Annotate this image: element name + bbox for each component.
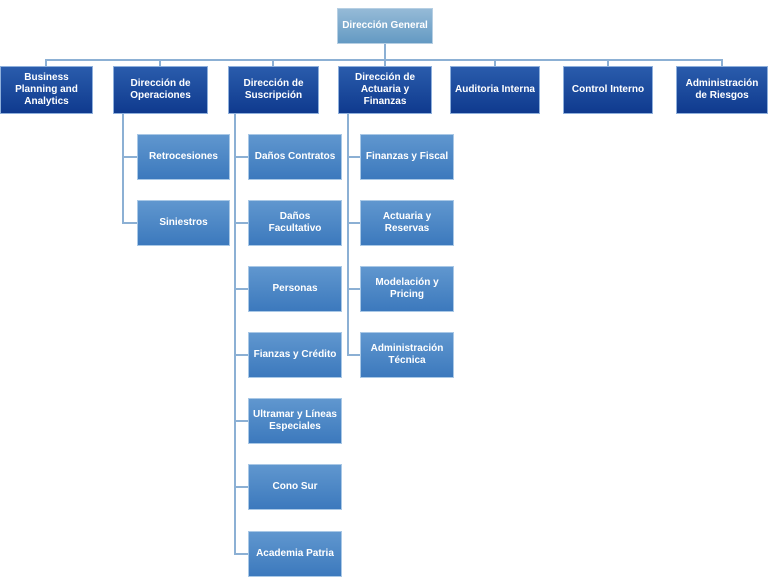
connector-line xyxy=(159,59,161,67)
node-label: Modelación y Pricing xyxy=(375,277,439,300)
connector-line xyxy=(122,114,124,224)
node-label: Administración Técnica xyxy=(370,343,444,366)
node-retrocesiones: Retrocesiones xyxy=(137,134,230,180)
node-label: Control Interno xyxy=(571,84,645,95)
node-siniestros: Siniestros xyxy=(137,200,230,246)
node-label: Business Planning and Analytics xyxy=(15,72,78,107)
node-label: Finanzas y Fiscal xyxy=(365,151,449,162)
node-label: Retrocesiones xyxy=(149,151,218,162)
node-label: Ultramar y Líneas Especiales xyxy=(253,409,337,432)
connector-line xyxy=(234,114,236,555)
connector-line xyxy=(347,156,360,158)
node-direccion-actuaria-finanzas: Dirección de Actuaria y Finanzas xyxy=(338,66,432,114)
connector-line xyxy=(234,354,248,356)
node-academia-patria: Academia Patria xyxy=(248,531,342,577)
connector-line xyxy=(234,156,248,158)
node-label: Personas xyxy=(272,283,318,294)
node-label: Administración de Riesgos xyxy=(685,78,759,101)
node-label: Dirección de Suscripción xyxy=(243,78,304,101)
connector-line xyxy=(122,222,137,224)
connector-line xyxy=(384,59,386,67)
node-direccion-general: Dirección General xyxy=(337,8,433,44)
node-danos-facultativo: Daños Facultativo xyxy=(248,200,342,246)
node-danos-contratos: Daños Contratos xyxy=(248,134,342,180)
connector-line xyxy=(234,222,248,224)
connector-line xyxy=(347,354,360,356)
node-business-planning-analytics: Business Planning and Analytics xyxy=(0,66,93,114)
node-label: Fianzas y Crédito xyxy=(253,349,337,360)
connector-line xyxy=(272,59,274,67)
node-label: Daños Facultativo xyxy=(268,211,322,234)
node-modelacion-pricing: Modelación y Pricing xyxy=(360,266,454,312)
node-administracion-riesgos: Administración de Riesgos xyxy=(676,66,768,114)
connector-line xyxy=(607,59,609,67)
node-label: Dirección General xyxy=(342,20,428,31)
node-direccion-suscripcion: Dirección de Suscripción xyxy=(228,66,319,114)
node-administracion-tecnica: Administración Técnica xyxy=(360,332,454,378)
connector-line xyxy=(234,553,248,555)
connector-line xyxy=(234,288,248,290)
connector-line xyxy=(122,156,137,158)
node-label: Academia Patria xyxy=(256,548,334,559)
node-ultramar-lineas-especiales: Ultramar y Líneas Especiales xyxy=(248,398,342,444)
node-label: Auditoria Interna xyxy=(454,84,535,95)
node-personas: Personas xyxy=(248,266,342,312)
node-finanzas-fiscal: Finanzas y Fiscal xyxy=(360,134,454,180)
node-actuaria-reservas: Actuaria y Reservas xyxy=(360,200,454,246)
node-label: Siniestros xyxy=(159,217,208,228)
connector-line xyxy=(721,59,723,67)
connector-line xyxy=(384,44,386,60)
node-label: Cono Sur xyxy=(272,481,318,492)
connector-line xyxy=(234,486,248,488)
node-label: Dirección de Operaciones xyxy=(130,78,191,101)
connector-line xyxy=(494,59,496,67)
node-label: Dirección de Actuaria y Finanzas xyxy=(354,72,416,107)
node-control-interno: Control Interno xyxy=(563,66,653,114)
connector-line xyxy=(234,420,248,422)
node-label: Daños Contratos xyxy=(254,151,336,162)
node-direccion-operaciones: Dirección de Operaciones xyxy=(113,66,208,114)
node-cono-sur: Cono Sur xyxy=(248,464,342,510)
connector-line xyxy=(347,288,360,290)
node-auditoria-interna: Auditoria Interna xyxy=(450,66,540,114)
node-fianzas-credito: Fianzas y Crédito xyxy=(248,332,342,378)
node-label: Actuaria y Reservas xyxy=(382,211,432,234)
connector-line xyxy=(347,114,349,356)
connector-line xyxy=(347,222,360,224)
connector-line xyxy=(45,59,47,67)
